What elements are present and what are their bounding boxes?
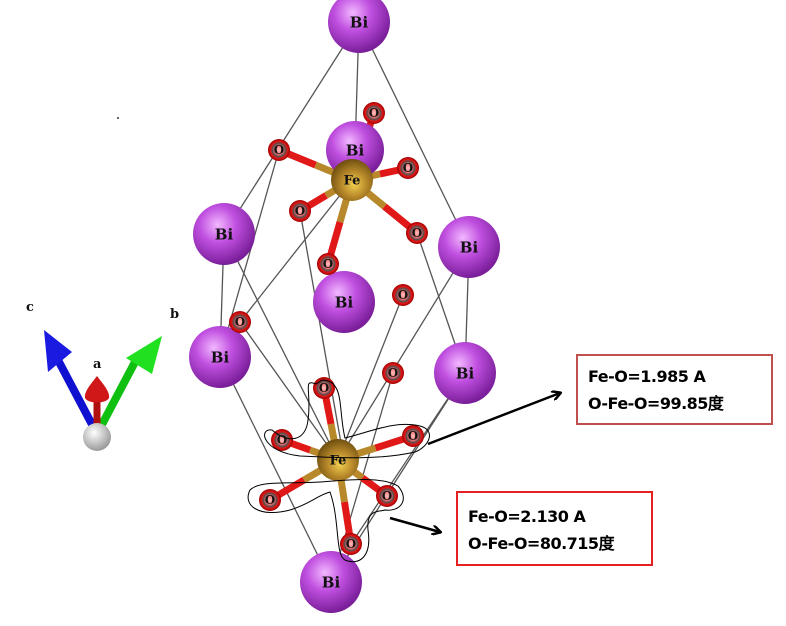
stray-dot <box>117 117 119 119</box>
o-atom: O <box>271 429 293 451</box>
o-atom-label: O <box>277 433 287 447</box>
o-atom-label: O <box>388 366 398 380</box>
o-atom-label: O <box>295 204 305 218</box>
o-atom-label: O <box>265 493 275 507</box>
fe-atom: Fe <box>331 159 373 201</box>
bi-atom-label: Bi <box>456 364 475 382</box>
o-atom-label: O <box>403 161 413 175</box>
bi-atom-label: Bi <box>211 348 230 366</box>
fe-atom-label: Fe <box>344 174 361 189</box>
bi-atom-label: Bi <box>322 573 341 591</box>
unit-cell-edge <box>239 321 339 461</box>
o-atom: O <box>268 139 290 161</box>
o-atom-label: O <box>319 381 329 395</box>
o-atom: O <box>392 284 414 306</box>
o-atom: O <box>406 222 428 244</box>
b-axis-arrow-shaft <box>94 360 139 434</box>
bond-angle-1: O-Fe-O=99.85度 <box>588 394 724 413</box>
o-atom: O <box>229 311 251 333</box>
bi-atom-label: Bi <box>460 238 479 256</box>
unit-cell-edge <box>219 356 332 583</box>
annotation-box-1: Fe-O=1.985 A O-Fe-O=99.85度 <box>576 354 773 425</box>
o-atom-label: O <box>274 143 284 157</box>
c-axis-arrow-shaft <box>54 358 100 434</box>
b-axis-label: b <box>170 307 179 322</box>
annotation-arrow-1 <box>427 393 560 446</box>
o-atom: O <box>402 425 424 447</box>
unit-cell-edge <box>223 233 339 461</box>
o-atom-label: O <box>369 106 379 120</box>
annotation-box-2: Fe-O=2.130 A O-Fe-O=80.715度 <box>456 491 653 566</box>
o-atom: O <box>317 253 339 275</box>
bi-atom: Bi <box>434 342 496 404</box>
unit-cell-edge <box>223 21 360 235</box>
o-atom-label: O <box>408 429 418 443</box>
bi-atom: Bi <box>300 551 362 613</box>
annotation-arrow-2 <box>389 516 440 532</box>
o-atom-label: O <box>382 489 392 503</box>
fe-atom-label: Fe <box>330 454 347 469</box>
axis-triad: c b a <box>26 117 179 451</box>
c-axis-label: c <box>26 300 34 315</box>
axis-origin <box>83 423 111 451</box>
unit-cell-edge <box>358 21 470 248</box>
a-axis-label: a <box>93 357 102 372</box>
o-atom: O <box>382 362 404 384</box>
bi-atom-label: Bi <box>346 141 365 159</box>
octahedron-outline <box>247 379 430 562</box>
unit-cell-edge <box>337 246 470 461</box>
a-axis-arrowhead <box>84 376 110 403</box>
bond-length-2: Fe-O=2.130 A <box>468 507 586 526</box>
unit-cell-edge <box>337 294 404 461</box>
o-atom-label: O <box>323 257 333 271</box>
o-atom: O <box>340 533 362 555</box>
o-atom: O <box>376 485 398 507</box>
o-atom-label: O <box>398 288 408 302</box>
unit-cell-edge <box>299 210 345 461</box>
fe-atom: Fe <box>317 439 359 481</box>
o-atom-label: O <box>412 226 422 240</box>
o-atom: O <box>397 157 419 179</box>
o-atom: O <box>259 489 281 511</box>
bond-length-1: Fe-O=1.985 A <box>588 367 706 386</box>
unit-cell-edge <box>239 179 353 323</box>
o-atom-label: O <box>346 537 356 551</box>
o-atom-label: O <box>235 315 245 329</box>
bi-atom-label: Bi <box>215 225 234 243</box>
b-axis-arrowhead <box>126 336 162 374</box>
bi-atom-label: Bi <box>350 13 369 31</box>
c-axis-arrowhead <box>44 330 72 372</box>
bi-atom: Bi <box>313 271 375 333</box>
bi-atom: Bi <box>189 326 251 388</box>
bi-atom: Bi <box>193 203 255 265</box>
bond-angle-2: O-Fe-O=80.715度 <box>468 534 615 553</box>
bi-atom-label: Bi <box>335 293 354 311</box>
o-atom: O <box>363 102 385 124</box>
bi-atom: Bi <box>328 0 390 53</box>
o-atom: O <box>289 200 311 222</box>
bi-atom: Bi <box>438 216 500 278</box>
